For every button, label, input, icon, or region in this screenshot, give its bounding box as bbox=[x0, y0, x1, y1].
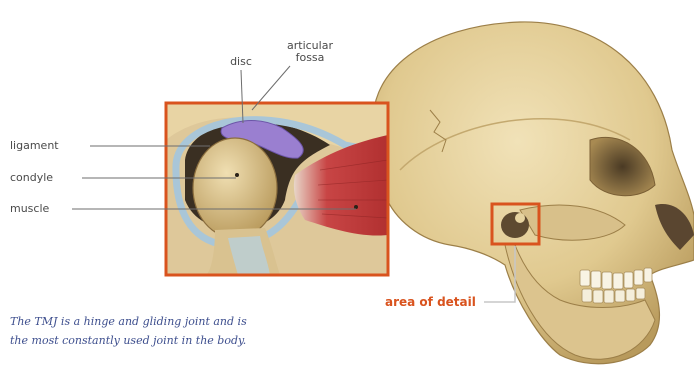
caption-line-2: the most constantly used joint in the bo… bbox=[10, 331, 370, 350]
caption: The TMJ is a hinge and gliding joint and… bbox=[10, 312, 370, 350]
label-ligament: ligament bbox=[10, 139, 59, 152]
label-disc: disc bbox=[224, 56, 258, 68]
label-area-of-detail: area of detail bbox=[385, 295, 476, 309]
label-condyle: condyle bbox=[10, 171, 53, 184]
label-muscle: muscle bbox=[10, 202, 49, 215]
caption-line-1: The TMJ is a hinge and gliding joint and… bbox=[10, 312, 370, 331]
label-articular-fossa: articular fossa bbox=[270, 40, 350, 64]
